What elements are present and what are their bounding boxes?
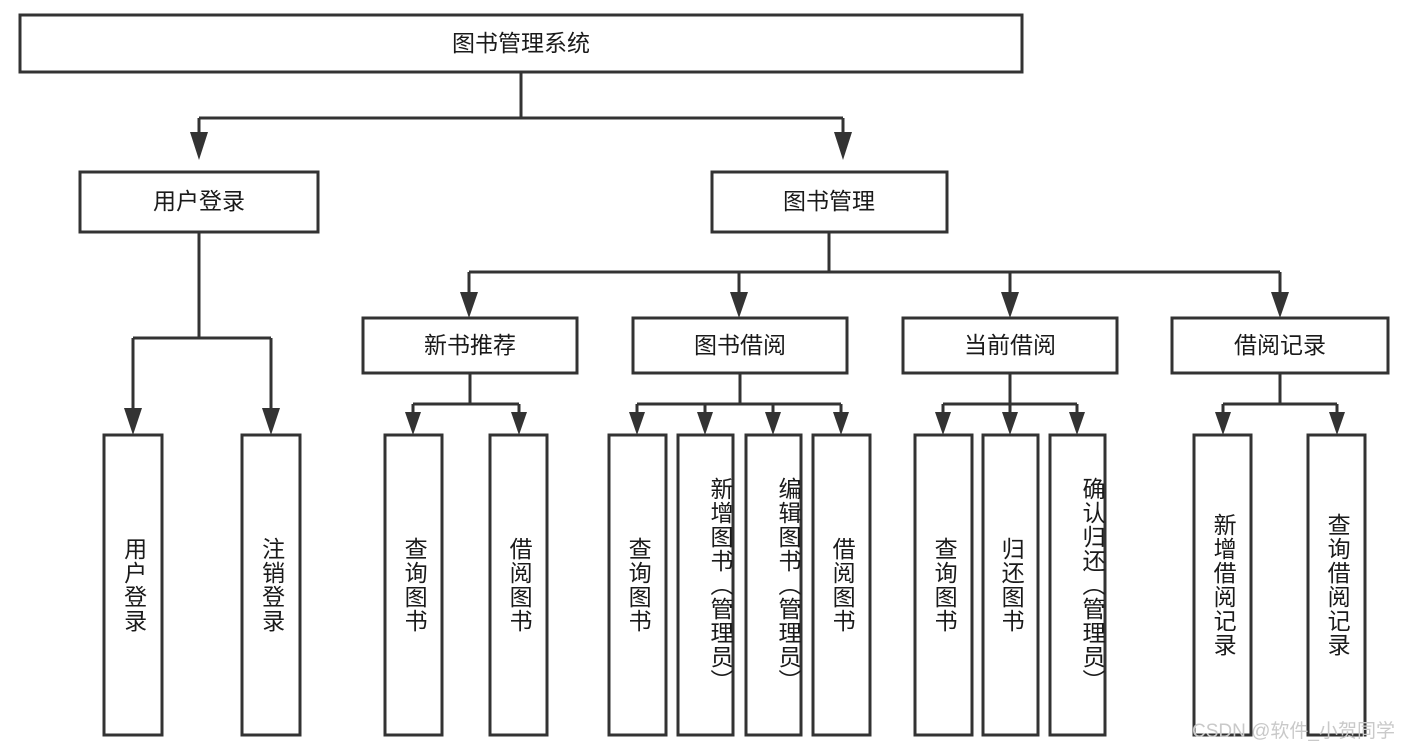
leaf-query-book-3-box[interactable]: [913, 433, 974, 737]
arrow-head-icon: [1215, 412, 1231, 435]
node-new-book-recommend-box: [361, 316, 579, 375]
leaf-query-book-1-box[interactable]: [383, 433, 444, 737]
arrow-head-icon: [405, 412, 421, 435]
arrow-head-icon: [460, 292, 478, 318]
node-borrow-record[interactable]: 借阅记录: [1170, 316, 1390, 375]
arrow-head-icon: [730, 292, 748, 318]
arrow-head-icon: [833, 412, 849, 435]
leaf-user-login-box[interactable]: [102, 433, 164, 737]
connector-book-borrow-to-leaves: [629, 373, 849, 435]
arrow-head-icon: [765, 412, 781, 435]
arrow-head-icon: [1329, 412, 1345, 435]
node-root-box: [18, 13, 1024, 74]
leaf-borrow-book-2-box[interactable]: [811, 433, 872, 737]
node-new-book-recommend[interactable]: 新书推荐: [361, 316, 579, 375]
arrow-head-icon: [1271, 292, 1289, 318]
arrow-head-icon: [511, 412, 527, 435]
node-root-label: 图书管理系统: [452, 30, 590, 56]
arrow-head-icon: [629, 412, 645, 435]
leaf-borrow-book-1-box[interactable]: [488, 433, 549, 737]
leaf-query-record-box[interactable]: [1306, 433, 1367, 737]
leaf-edit-book-box[interactable]: [744, 433, 803, 737]
arrow-head-icon: [1002, 412, 1018, 435]
node-root[interactable]: 图书管理系统: [18, 13, 1024, 74]
node-book-manage[interactable]: 图书管理: [710, 170, 949, 234]
node-book-borrow-label: 图书借阅: [694, 332, 786, 358]
arrow-head-icon: [190, 132, 208, 160]
node-current-borrow-box: [901, 316, 1119, 375]
arrow-head-icon: [1001, 292, 1019, 318]
connector-new-book-recommend-to-leaves: [405, 373, 527, 435]
arrow-head-icon: [697, 412, 713, 435]
node-new-book-recommend-label: 新书推荐: [424, 332, 516, 358]
connector-root-to-level2: [190, 72, 852, 160]
connector-book-manage-to-level3: [460, 232, 1289, 318]
arrow-head-icon: [1069, 412, 1085, 435]
watermark-text: CSDN @软件_小贺同学: [1192, 721, 1395, 742]
node-user-login-label: 用户登录: [153, 188, 245, 214]
leaf-confirm-return-box[interactable]: [1048, 433, 1107, 737]
node-user-login[interactable]: 用户登录: [78, 170, 320, 234]
arrow-head-icon: [834, 132, 852, 160]
node-user-login-box: [78, 170, 320, 234]
node-book-manage-label: 图书管理: [783, 188, 875, 214]
node-current-borrow[interactable]: 当前借阅: [901, 316, 1119, 375]
arrow-head-icon: [262, 408, 280, 435]
node-book-borrow[interactable]: 图书借阅: [631, 316, 849, 375]
node-current-borrow-label: 当前借阅: [964, 332, 1056, 358]
connector-borrow-record-to-leaves: [1215, 373, 1345, 435]
leaf-add-book-box[interactable]: [676, 433, 735, 737]
connector-current-borrow-to-leaves: [935, 373, 1085, 435]
leaf-add-record-box[interactable]: [1192, 433, 1253, 737]
leaf-query-book-2-box[interactable]: [607, 433, 668, 737]
node-borrow-record-label: 借阅记录: [1234, 332, 1326, 358]
leaf-return-book-box[interactable]: [981, 433, 1040, 737]
arrow-head-icon: [124, 408, 142, 435]
leaf-user-logout-box[interactable]: [240, 433, 302, 737]
arrow-head-icon: [935, 412, 951, 435]
connector-user-login-to-leaves: [124, 232, 280, 435]
